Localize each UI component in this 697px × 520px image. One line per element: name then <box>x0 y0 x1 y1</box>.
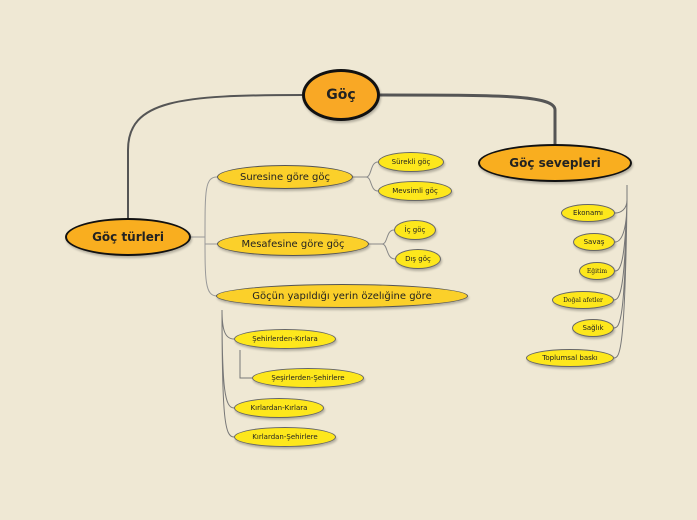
leaf-node[interactable]: Toplumsal baskı <box>526 349 614 367</box>
leaf-node[interactable]: Şehirlerden-Kırlara <box>234 329 336 349</box>
node-duration[interactable]: Suresine göre göç <box>217 165 353 189</box>
leaf-node[interactable]: Şeşirlerden-Şehirlere <box>252 368 364 388</box>
node-distance[interactable]: Mesafesine göre göç <box>217 232 369 256</box>
node-place[interactable]: Göçün yapıldığı yerin özelığine göre <box>216 284 468 308</box>
leaf-node[interactable]: Dış göç <box>395 249 441 269</box>
leaf-node[interactable]: Kırlardan-Şehirlere <box>234 427 336 447</box>
leaf-node[interactable]: Savaş <box>573 233 615 251</box>
leaf-node[interactable]: Ekonamı <box>561 204 615 222</box>
leaf-node[interactable]: Mevsimli göç <box>378 181 452 201</box>
leaf-node[interactable]: Kırlardan-Kırlara <box>234 398 324 418</box>
root-node[interactable]: Göç <box>302 69 380 121</box>
node-goc-turleri[interactable]: Göç türleri <box>65 218 191 256</box>
leaf-node[interactable]: İç göç <box>394 220 436 240</box>
node-goc-sevepleri[interactable]: Göç sevepleri <box>478 144 632 182</box>
leaf-node[interactable]: Sağlık <box>572 319 614 337</box>
leaf-node[interactable]: Doğal afetler <box>552 291 614 309</box>
leaf-node[interactable]: Eğitim <box>579 262 615 280</box>
leaf-node[interactable]: Sürekli göç <box>378 152 444 172</box>
